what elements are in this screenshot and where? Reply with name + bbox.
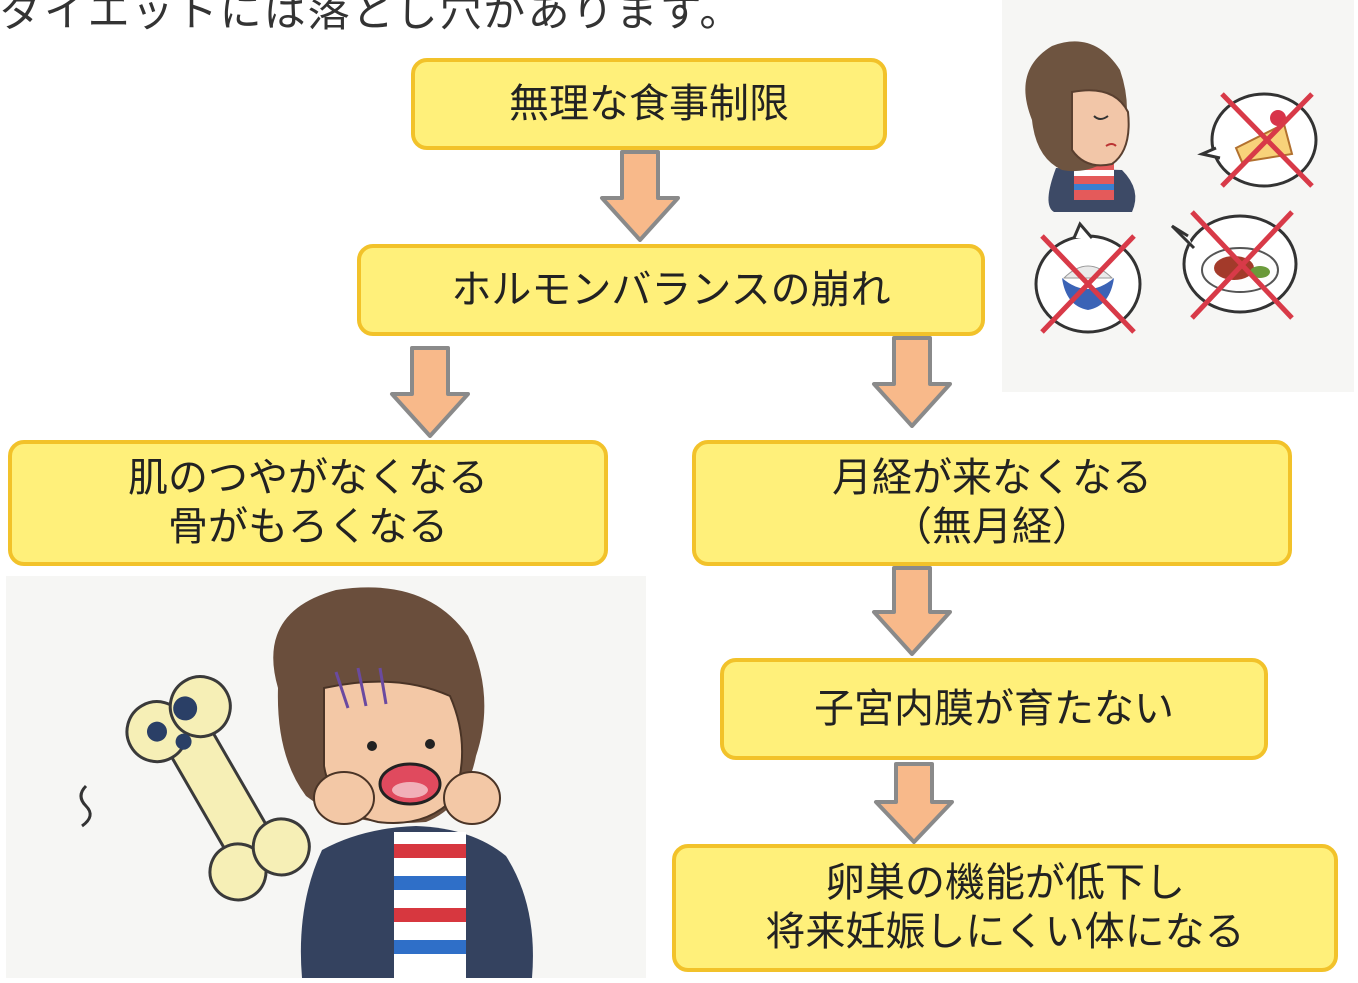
girl-no-food-illustration [1002,0,1354,392]
box-menses-line2: （無月経） [892,504,1092,550]
box-hormone-label: ホルモンバランスの崩れ [451,266,891,313]
worried-girl-bone-illustration [6,576,646,978]
box-ovary: 卵巣の機能が低下し 将来妊娠しにくい体になる [672,844,1338,972]
box-hormone: ホルモンバランスの崩れ [357,244,985,336]
box-skin-line1: 肌のつやがなくなる [128,455,488,502]
box-diet-label: 無理な食事制限 [509,80,789,127]
box-uterus-label: 子宮内膜が育たない [814,685,1174,732]
box-menses: 月経が来なくなる （無月経） [692,440,1292,566]
box-menses-line1: 月経が来なくなる [832,455,1152,502]
arrow-menses-to-uterus [872,566,952,656]
box-diet: 無理な食事制限 [411,58,887,150]
arrow-diet-to-hormone [600,150,680,242]
box-ovary-line1: 卵巣の機能が低下し [825,860,1185,907]
header-text: ダイエットには落とし穴があります。 [0,0,744,36]
box-ovary-line2: 将来妊娠しにくい体になる [765,909,1245,955]
arrow-hormone-to-skin [390,346,470,438]
arrow-uterus-to-ovary [874,762,954,844]
arrow-hormone-to-menses [872,336,952,428]
box-skin-bone: 肌のつやがなくなる 骨がもろくなる [8,440,608,566]
box-uterus: 子宮内膜が育たない [720,658,1268,760]
box-skin-line2: 骨がもろくなる [168,504,448,550]
